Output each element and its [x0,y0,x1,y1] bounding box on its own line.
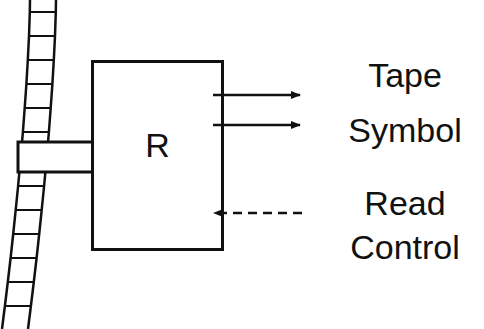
box-label: R [94,125,221,165]
control-arrow [214,212,302,215]
read-head [18,142,93,172]
signal-label: Tape Symbol [330,48,480,158]
output-arrow [213,94,300,97]
signal-label: Read Control [330,181,480,269]
register-box: R [91,60,224,251]
output-arrow [213,124,300,127]
